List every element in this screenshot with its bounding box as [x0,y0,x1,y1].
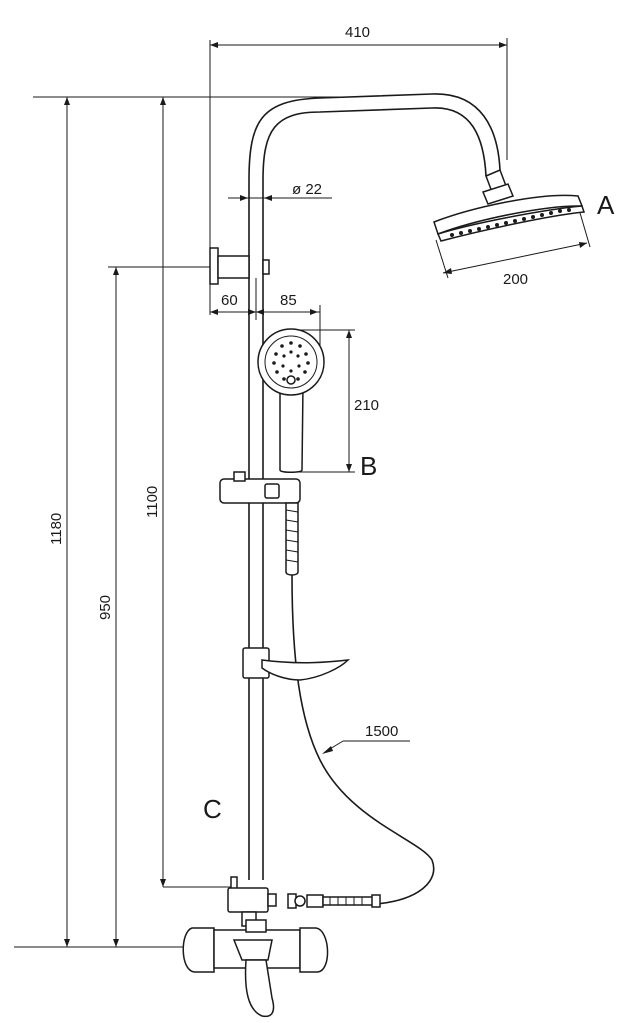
dim-wall-offset: 60 [221,292,238,309]
part-labels: A B C [203,190,615,824]
label-head-shower: A [597,190,615,220]
dim-head-diameter: 200 [503,271,528,288]
slide-holder [219,471,301,504]
dim-overall-height: 1180 [48,513,65,545]
dim-arm-reach: 410 [345,24,370,41]
dim-hand-shower-height: 210 [354,397,379,414]
hand-shower [257,328,325,473]
head-shower [433,169,586,242]
label-diverter: C [203,794,222,824]
shower-hose [285,502,435,905]
riser-pipe [248,93,501,880]
dim-hose-length: 1500 [365,723,398,740]
dim-hand-shower-offset: 85 [280,292,297,309]
soap-dish [242,647,351,681]
dim-pipe-diameter: ø 22 [292,181,322,198]
wall-bracket [209,247,270,285]
mixer-valve [182,919,329,1018]
dim-bracket-height: 950 [97,595,114,620]
label-hand-shower: B [360,451,377,481]
dimension-labels: 410 ø 22 200 60 85 210 1500 1180 1100 95… [48,24,528,740]
dimension-lines [14,38,591,948]
dim-column-height: 1100 [144,486,161,518]
diverter [227,876,277,927]
hand-shower-nozzles [272,341,310,381]
hose-connector [287,893,381,909]
head-nozzles [450,208,571,237]
